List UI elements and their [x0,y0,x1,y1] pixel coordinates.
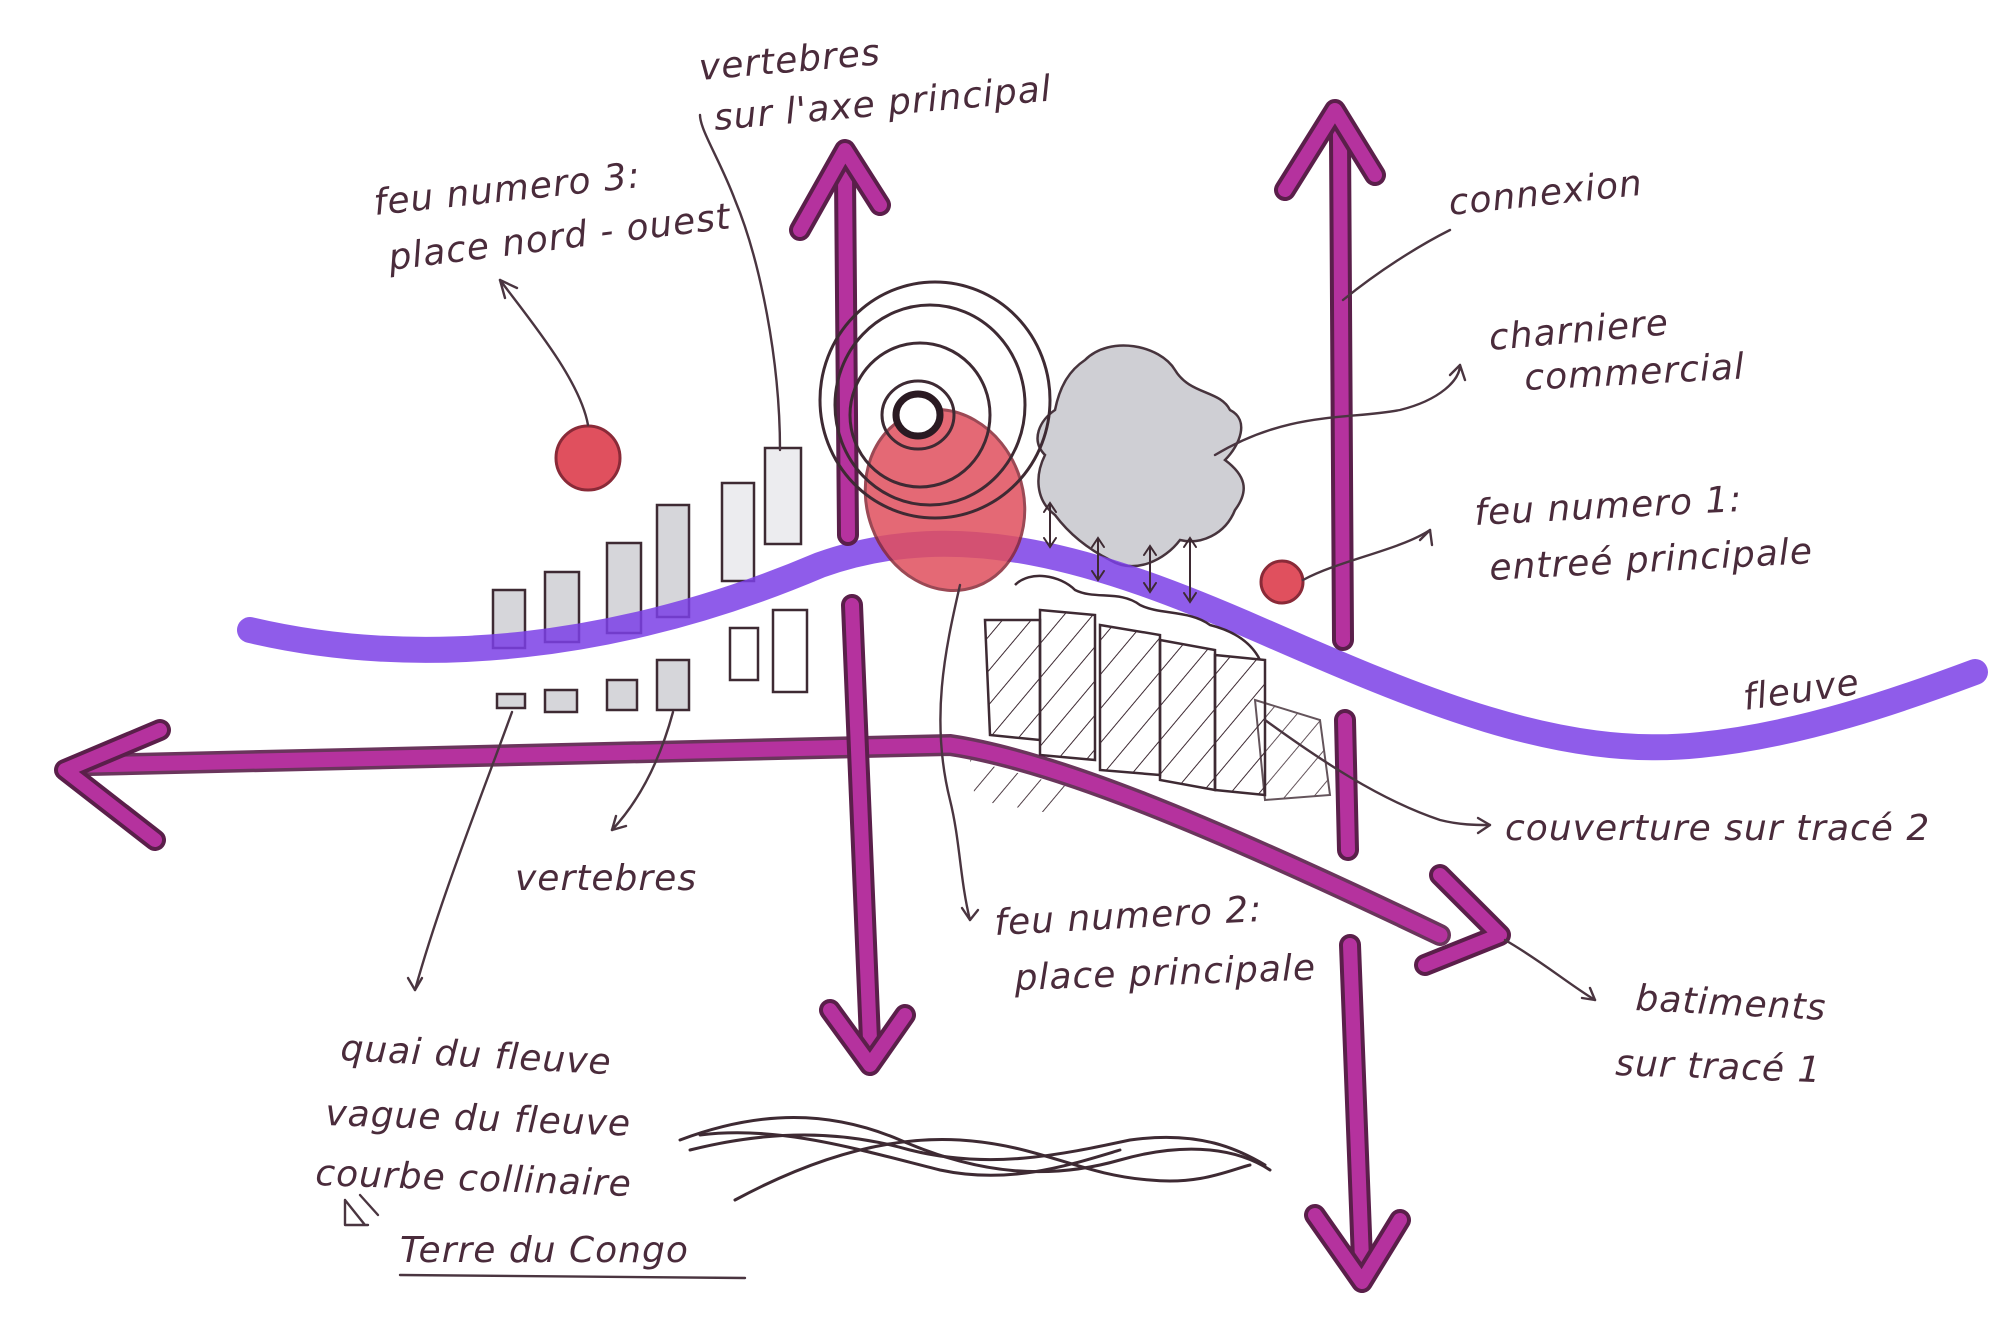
label-quai-2: vague du fleuve [325,1093,632,1145]
label-quai-1: quai du fleuve [340,1028,613,1083]
vertebrae-lower [495,608,809,714]
vertical-axis-right [1274,99,1411,1293]
label-connexion: connexion [1447,163,1645,224]
label-feu1-2: entreé principale [1488,531,1814,589]
collinear-wave-lines [678,1116,1272,1202]
label-feu1-1: feu numero 1: [1473,479,1743,534]
label-vertebres-lower: vertebres [515,858,697,899]
link-arrows [1043,501,1197,604]
label-feu2-1: feu numero 2: [993,889,1263,944]
commercial-hinge-blob [1036,344,1245,568]
label-vertebres-axis-1: vertebres [697,32,882,89]
label-charniere-1: charniere [1487,302,1670,359]
label-feu2-2: place principale [1013,947,1317,999]
label-couverture: couverture sur tracé 2 [1505,808,1930,849]
label-batiments-2: sur tracé 1 [1615,1043,1822,1091]
vertical-axis-left [789,139,916,1076]
fire-2-main-square [818,280,1052,592]
main-horizontal-axis [54,719,1511,976]
label-terre-du-congo: Terre du Congo [400,1230,689,1271]
river-fleuve [237,530,1988,761]
leader-lines [343,113,1597,1280]
fire-1-main-entrance [1259,559,1305,605]
label-batiments-1: batiments [1635,978,1828,1029]
hatched-buildings [970,574,1332,815]
fire-3-northwest-square [554,424,622,492]
label-charniere-2: commercial [1523,346,1746,398]
